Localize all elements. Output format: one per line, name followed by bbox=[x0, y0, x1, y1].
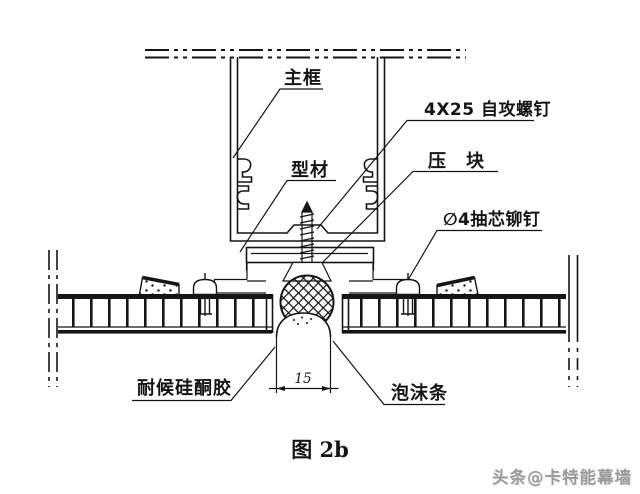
main-frame-inner bbox=[236, 57, 379, 234]
panel-left-edge-trim bbox=[265, 294, 274, 333]
screw-threads bbox=[299, 213, 315, 260]
pressure-block-drawing bbox=[281, 261, 332, 282]
label-profile: 型材 bbox=[291, 159, 329, 181]
label-main-frame: 主框 bbox=[284, 67, 322, 89]
label-rivet: ∅4抽芯铆钉 bbox=[443, 209, 540, 230]
panel-left-bottom-sheet bbox=[58, 330, 272, 334]
watermark: 头条@卡特能幕墙 bbox=[492, 467, 632, 487]
frame-hook-left bbox=[236, 158, 253, 210]
panel-right-bottom-sheet bbox=[342, 330, 566, 334]
screw-drawing bbox=[299, 200, 315, 263]
panel-left-ribs bbox=[58, 299, 266, 327]
wedge-left-top-edge bbox=[142, 275, 180, 287]
label-pressure-block: 压 块 bbox=[428, 151, 485, 172]
panel-right-drawing bbox=[341, 294, 566, 334]
leader-profile bbox=[239, 179, 336, 253]
bracket-left bbox=[213, 262, 266, 294]
sealant-dome-drawing bbox=[275, 312, 332, 338]
profile-plate-outer bbox=[245, 246, 375, 264]
wedge-right-top-edge bbox=[436, 275, 475, 288]
leader-rivet bbox=[407, 229, 542, 281]
dimension-annotation bbox=[269, 337, 339, 393]
leader-sealant bbox=[132, 346, 276, 402]
label-sealant: 耐候硅酮胶 bbox=[137, 377, 232, 399]
watermark-highlight: 头条@卡特能幕墙 bbox=[493, 468, 633, 488]
screw-shaft bbox=[301, 212, 313, 263]
label-foam-rod: 泡沫条 bbox=[391, 382, 448, 404]
dimension-extension-lines bbox=[275, 337, 332, 393]
wedges-drawing bbox=[138, 275, 480, 298]
frame-hook-right bbox=[362, 158, 379, 210]
leader-main-frame bbox=[232, 88, 323, 159]
pressure-block-shape bbox=[281, 261, 332, 282]
label-screw: 4X25 自攻螺钉 bbox=[424, 99, 551, 120]
dimension-arrow-right bbox=[322, 386, 331, 391]
leader-foam-rod bbox=[332, 340, 445, 406]
panel-right-ribs bbox=[349, 299, 566, 327]
sealant-dome-dots bbox=[293, 316, 312, 325]
leader-lines bbox=[132, 88, 542, 406]
main-frame-drawing bbox=[229, 57, 386, 242]
dimension-value: 15 bbox=[294, 371, 311, 387]
leader-pressure-block bbox=[322, 170, 498, 263]
left-break-line bbox=[48, 250, 58, 387]
panel-left-drawing bbox=[58, 294, 274, 334]
dimension-arrow-left bbox=[276, 386, 285, 391]
break-lines bbox=[48, 49, 579, 387]
leader-screw bbox=[316, 119, 534, 230]
screw-tip bbox=[301, 200, 313, 213]
sealant-dome-arc bbox=[275, 312, 332, 338]
main-frame-outer bbox=[229, 57, 386, 242]
figure-caption: 图 2b bbox=[291, 437, 349, 462]
right-break-line-solid bbox=[568, 255, 579, 330]
panel-right-edge-trim bbox=[341, 294, 350, 333]
right-break-line-dashed bbox=[568, 330, 579, 387]
